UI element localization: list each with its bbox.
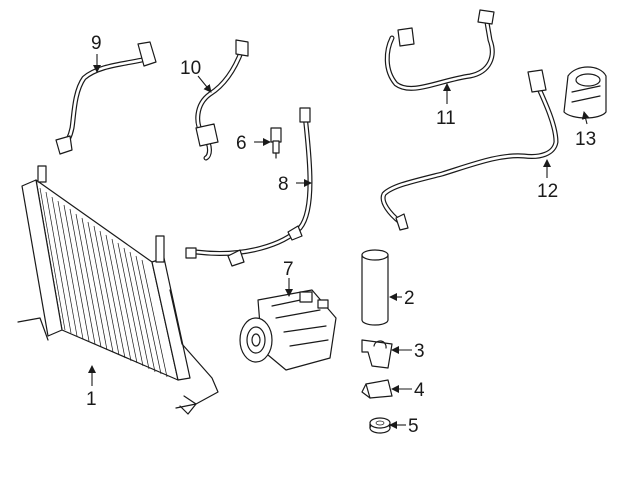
suction-hose-part — [195, 39, 249, 161]
callout-3: 3 — [414, 341, 425, 362]
callout-5: 5 — [408, 416, 419, 437]
callout-labels: 1 2 3 4 5 6 7 8 9 10 11 12 13 — [86, 33, 596, 437]
callout-6: 6 — [236, 133, 247, 154]
callout-1: 1 — [86, 389, 97, 410]
bracket-part — [361, 339, 393, 369]
compressor-part — [239, 289, 337, 371]
leader-10 — [197, 75, 212, 93]
seal-part — [369, 417, 391, 434]
liquid-line-part — [384, 9, 495, 91]
callout-12: 12 — [537, 181, 558, 202]
callout-11: 11 — [436, 108, 456, 129]
pressure-switch-part — [270, 127, 282, 159]
receiver-drier-part — [361, 249, 389, 326]
callout-7: 7 — [283, 259, 294, 280]
clamp-part — [361, 379, 393, 399]
callout-8: 8 — [278, 174, 289, 195]
callout-13: 13 — [575, 129, 596, 150]
callout-10: 10 — [180, 58, 201, 79]
discharge-hose-part — [380, 69, 559, 231]
callout-9: 9 — [91, 33, 102, 54]
callout-2: 2 — [404, 288, 415, 309]
cover-part — [563, 66, 607, 119]
condenser-part — [17, 165, 219, 415]
leader-lines — [88, 54, 590, 429]
callout-4: 4 — [414, 380, 425, 401]
leader-13 — [581, 111, 590, 125]
pressure-line-part — [185, 107, 313, 267]
suction-line-part — [55, 41, 157, 155]
